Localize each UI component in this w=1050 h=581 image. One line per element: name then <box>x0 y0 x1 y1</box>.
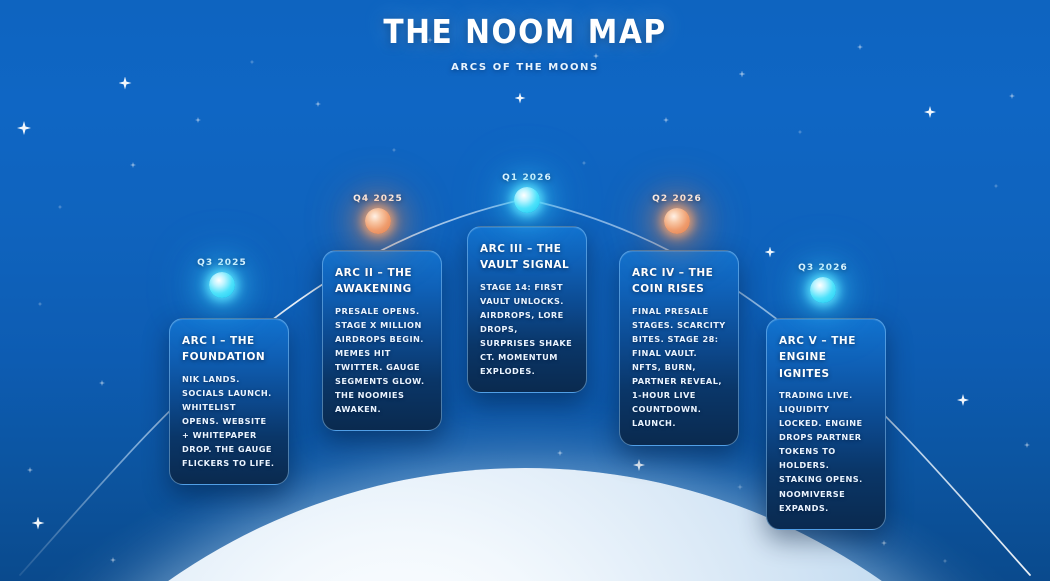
page-subtitle: Arcs of the Moons <box>451 62 599 73</box>
star-icon <box>27 467 33 473</box>
milestone-body-arc-1: NIK LANDS. SOCIALS LAUNCH. WHITELIST OPE… <box>182 373 275 469</box>
star-icon <box>17 121 31 135</box>
milestone-node-arc-2[interactable]: Q4 2025 <box>353 194 402 234</box>
milestone-card-arc-1[interactable]: ARC I – THE FOUNDATION NIK LANDS. SOCIAL… <box>169 318 289 486</box>
milestone-title-arc-2: ARC II – THE AWAKENING <box>335 267 413 296</box>
milestone-date-arc-3: Q1 2026 <box>502 173 552 183</box>
milestone-card-arc-3[interactable]: ARC III – THE VAULT SIGNAL STAGE 14: FIR… <box>467 226 587 394</box>
star-icon <box>737 484 743 490</box>
milestone-date-arc-4: Q2 2026 <box>652 194 702 204</box>
milestone-date-arc-1: Q3 2025 <box>197 258 247 268</box>
star-icon <box>633 459 645 471</box>
star-icon <box>31 516 45 530</box>
star-icon <box>99 380 105 386</box>
milestone-node-arc-5[interactable]: Q3 2026 <box>798 263 847 303</box>
milestone-title-arc-3: ARC III – THE VAULT SIGNAL <box>480 243 570 272</box>
star-icon <box>993 183 999 189</box>
star-icon <box>663 117 669 123</box>
star-icon <box>924 106 936 118</box>
star-icon <box>118 76 132 90</box>
milestone-body-arc-5: TRADING LIVE. LIQUIDITY LOCKED. ENGINE D… <box>779 389 863 513</box>
milestone-dot-icon[interactable] <box>209 272 235 298</box>
star-icon <box>581 160 587 166</box>
milestone-dot-icon[interactable] <box>365 208 391 234</box>
star-icon <box>764 246 776 258</box>
page-header: The Noom Map Arcs of the Moons <box>0 12 1050 73</box>
milestone-dot-icon[interactable] <box>514 187 540 213</box>
star-icon <box>797 129 803 135</box>
milestone-dot-icon[interactable] <box>810 277 836 303</box>
milestone-dot-icon[interactable] <box>664 208 690 234</box>
milestone-body-arc-3: STAGE 14: FIRST VAULT UNLOCKS. AIRDROPS,… <box>480 281 573 377</box>
star-icon <box>881 540 887 546</box>
milestone-node-arc-4[interactable]: Q2 2026 <box>652 194 701 234</box>
star-icon <box>1009 93 1015 99</box>
milestone-card-arc-5[interactable]: ARC V – THE ENGINE IGNITES TRADING LIVE.… <box>766 318 886 530</box>
star-icon <box>130 162 136 168</box>
milestone-date-arc-2: Q4 2025 <box>353 194 403 204</box>
milestone-title-arc-4: ARC IV – THE COIN RISES <box>632 267 714 296</box>
star-icon <box>557 450 563 456</box>
milestone-date-arc-5: Q3 2026 <box>798 263 848 273</box>
milestone-body-arc-2: PRESALE OPENS. STAGE X MILLION AIRDROPS … <box>335 305 425 415</box>
star-icon <box>1024 442 1030 448</box>
milestone-card-arc-2[interactable]: ARC II – THE AWAKENING PRESALE OPENS. ST… <box>322 250 442 432</box>
star-icon <box>57 204 63 210</box>
star-icon <box>391 147 397 153</box>
milestone-title-arc-1: ARC I – THE FOUNDATION <box>182 335 266 364</box>
milestone-node-arc-3[interactable]: Q1 2026 <box>502 173 551 213</box>
moon-sphere <box>0 468 1050 581</box>
milestone-node-arc-1[interactable]: Q3 2025 <box>197 258 246 298</box>
milestone-card-arc-4[interactable]: ARC IV – THE COIN RISES FINAL PRESALE ST… <box>619 250 739 446</box>
star-icon <box>110 557 116 563</box>
star-icon <box>942 558 948 564</box>
milestone-body-arc-4: FINAL PRESALE STAGES. SCARCITY BITES. ST… <box>632 305 726 429</box>
page-title: The Noom Map <box>383 12 667 51</box>
star-icon <box>195 117 201 123</box>
star-icon <box>315 101 321 107</box>
milestone-title-arc-5: ARC V – THE ENGINE IGNITES <box>779 335 856 380</box>
star-icon <box>514 92 526 104</box>
star-icon <box>957 394 969 406</box>
star-icon <box>37 301 43 307</box>
